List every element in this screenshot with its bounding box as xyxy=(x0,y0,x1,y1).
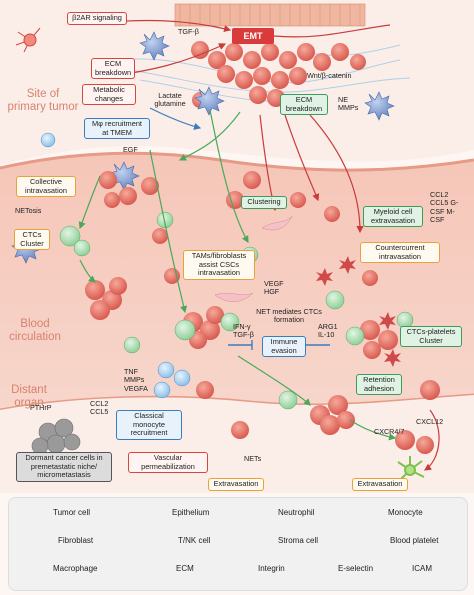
retention-adhesion-box: Retention adhesion xyxy=(356,374,402,396)
legend-integrin-label: Integrin xyxy=(258,564,285,573)
tgfb-label: TGF-β xyxy=(178,27,199,36)
countercurrent-intravasation-box: Countercurrent intravasation xyxy=(360,242,440,264)
legend-epithelium-label: Epithelium xyxy=(172,508,210,517)
ctcs-cluster-box: CTCs Cluster xyxy=(14,229,50,251)
tams-fibroblasts-box: TAMs/fibroblasts assist CSCs intravasati… xyxy=(183,250,255,280)
legend-platelet-label: Blood platelet xyxy=(390,536,439,545)
extravasation-box-2: Extravasation xyxy=(352,478,408,491)
legend-macrophage-label: Macrophage xyxy=(53,564,98,573)
collective-intravasation-box: Collective intravasation xyxy=(16,176,76,198)
b2ar-signaling-box: β2AR signaling xyxy=(67,12,127,25)
wnt-label: Wnt/β-catenin xyxy=(307,71,352,80)
legend-neutrophil-label: Neutrophil xyxy=(278,508,315,517)
legend-icam-label: ICAM xyxy=(412,564,432,573)
mphi-recruitment-box: Mφ recruitment at TMEM xyxy=(84,118,150,140)
distant-tumor-cells xyxy=(196,380,440,454)
region-blood-label: Blood circulation xyxy=(9,318,61,343)
primary-tumor-mass xyxy=(191,41,366,108)
tnf-mmps-label: TNF MMPs VEGFA xyxy=(124,367,148,393)
ne-mmps-label: NE MMPs xyxy=(338,95,359,113)
ccl2-ccl5-label: CCL2 CCL5 xyxy=(90,399,109,417)
legend-ecm-label: ECM xyxy=(176,564,194,573)
vegf-hgf-label: VEGF HGF xyxy=(264,279,284,297)
circulating-tumor-cells xyxy=(85,171,398,359)
net-mediates-label: NET mediates CTCs formation xyxy=(256,307,322,325)
monocytes xyxy=(40,132,191,399)
arg1-il10-label: ARG1 IL-10 xyxy=(318,322,338,340)
chemokines-label: CCL2 CCL5 G-CSF M-CSF xyxy=(430,190,459,225)
lactate-label: Lactate glutamine xyxy=(154,91,186,109)
legend-monocyte-label: Monocyte xyxy=(388,508,423,517)
neuron-cell xyxy=(15,27,41,53)
clustering-box: Clustering xyxy=(241,196,287,209)
nets-label: NETs xyxy=(244,454,262,463)
legend-fibroblast-label: Fibroblast xyxy=(58,536,94,545)
ecm-breakdown-box-2: ECM breakdown xyxy=(280,94,328,116)
dormant-cells-box: Dormant cancer cells in premetastatic ni… xyxy=(16,452,112,482)
extravasation-box-1: Extravasation xyxy=(208,478,264,491)
dormant-cluster xyxy=(31,418,81,455)
myeloid-extravasation-box: Myeloid cell extravasation xyxy=(363,206,423,228)
stroma-cell xyxy=(397,456,425,481)
epithelium-top xyxy=(174,3,366,27)
region-primary-label: Site of primary tumor xyxy=(7,88,79,113)
emt-badge: EMT xyxy=(232,28,274,44)
egf-label: EGF xyxy=(123,145,138,154)
region-distant-label: Distant organ xyxy=(11,384,47,409)
platelets xyxy=(316,256,401,367)
blood-vessel xyxy=(0,153,474,410)
legend-tumor-label: Tumor cell xyxy=(53,508,91,517)
legend-eselectin-label: E-selectin xyxy=(338,564,374,573)
metabolic-changes-box: Metabolic changes xyxy=(82,84,136,106)
legend-tnk-label: T/NK cell xyxy=(178,536,211,545)
ifn-tgf-label: IFN-γ TGF-β xyxy=(233,322,254,340)
ecm-breakdown-box-1: ECM breakdown xyxy=(91,58,135,80)
vascular-permeabilization-box: Vascular permeabilization xyxy=(128,452,208,474)
cxcr47-label: CXCR4/7 xyxy=(374,427,405,436)
pthrp-label: PTHrP xyxy=(30,403,52,412)
classical-monocyte-box: Classical monocyte recruitment xyxy=(116,410,182,440)
immune-evasion-box: Immune evasion xyxy=(262,336,306,358)
netosis-label: NETosis xyxy=(15,206,42,215)
ctcs-platelets-cluster-box: CTCs-platelets Cluster xyxy=(400,326,462,348)
legend-panel xyxy=(8,497,468,591)
legend-stroma-label: Stroma cell xyxy=(278,536,319,545)
cxcl12-label: CXCL12 xyxy=(416,417,444,426)
